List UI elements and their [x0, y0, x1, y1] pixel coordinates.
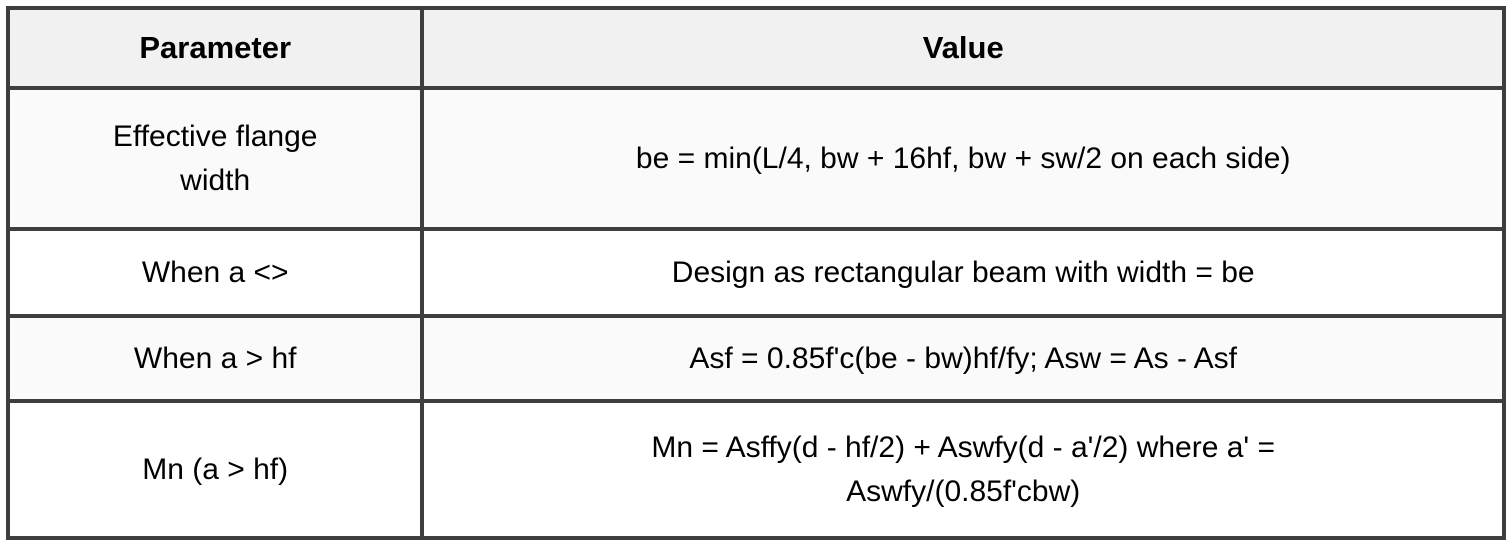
parameter-cell: Effective flange width	[5, 86, 425, 231]
value-cell: be = min(L/4, bw + 16hf, bw + sw/2 on ea…	[420, 86, 1506, 231]
parameter-cell: When a <>	[5, 226, 425, 319]
header-row: Parameter Value	[5, 6, 1506, 90]
table-row: When a <> Design as rectangular beam wit…	[5, 226, 1506, 319]
value-cell: Design as rectangular beam with width = …	[420, 226, 1506, 319]
parameters-table-frame: Parameter Value Effective flange width b…	[5, 6, 1506, 540]
table-row: Mn (a > hf) Mn = Asffy(d - hf/2) + Aswfy…	[5, 399, 1506, 540]
parameter-cell: When a > hf	[5, 314, 425, 404]
value-cell: Mn = Asffy(d - hf/2) + Aswfy(d - a'/2) w…	[420, 399, 1506, 540]
parameters-table: Parameter Value Effective flange width b…	[5, 6, 1506, 540]
parameter-cell: Mn (a > hf)	[5, 399, 425, 540]
column-header-value: Value	[420, 6, 1506, 90]
table-row: Effective flange width be = min(L/4, bw …	[5, 86, 1506, 231]
value-cell: Asf = 0.85f'c(be - bw)hf/fy; Asw = As - …	[420, 314, 1506, 404]
table-row: When a > hf Asf = 0.85f'c(be - bw)hf/fy;…	[5, 314, 1506, 404]
column-header-parameter: Parameter	[5, 6, 425, 90]
